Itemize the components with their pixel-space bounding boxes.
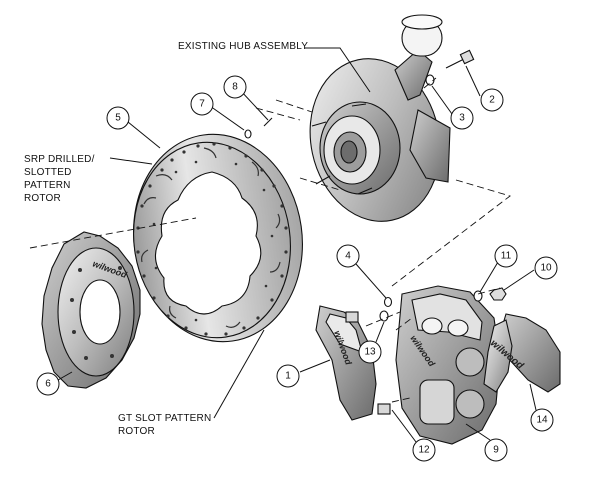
callout-7-circle xyxy=(190,92,214,116)
callout-8: 8 xyxy=(232,82,238,93)
hardware xyxy=(244,49,507,322)
callout-3-circle xyxy=(450,106,474,130)
callout-13-circle xyxy=(358,340,382,364)
callout-10-circle xyxy=(534,256,558,280)
callout-3: 3 xyxy=(459,113,465,124)
callouts: 1 2 3 4 5 6 7 8 9 10 xyxy=(36,65,558,462)
callout-9-circle xyxy=(484,438,508,462)
label-gt-slot-rotor-line2: ROTOR xyxy=(118,426,155,437)
label-gt-slot-rotor-line1: GT SLOT PATTERN xyxy=(118,413,211,424)
callout-1: 1 xyxy=(285,371,291,382)
text-labels: EXISTING HUB ASSEMBLY SRP DRILLED/ SLOTT… xyxy=(24,41,371,437)
assembly-lines xyxy=(29,77,511,403)
callout-10: 10 xyxy=(540,263,552,274)
caliper-bracket: wilwood xyxy=(315,305,391,421)
callout-6-circle xyxy=(36,372,60,396)
rotor-hat: wilwood xyxy=(41,231,141,389)
rotor xyxy=(133,133,303,343)
callout-13: 13 xyxy=(364,347,376,358)
callout-1-circle xyxy=(276,364,300,388)
callout-2: 2 xyxy=(489,95,495,106)
label-srp-rotor-line1: SRP DRILLED/ xyxy=(24,154,95,165)
label-existing-hub-assembly: EXISTING HUB ASSEMBLY xyxy=(178,41,308,52)
callout-11: 11 xyxy=(501,251,512,262)
callout-2-circle xyxy=(480,88,504,112)
callout-7: 7 xyxy=(199,99,205,110)
callout-8-circle xyxy=(223,75,247,99)
callout-6: 6 xyxy=(45,379,51,390)
callout-12: 12 xyxy=(418,445,430,456)
callout-14-circle xyxy=(530,408,554,432)
callout-11-circle xyxy=(494,244,518,268)
hub-assembly xyxy=(309,14,451,222)
label-srp-rotor-line2: SLOTTED xyxy=(24,167,72,178)
callout-14: 14 xyxy=(536,415,548,426)
callout-9: 9 xyxy=(493,445,499,456)
callout-4: 4 xyxy=(345,251,351,262)
callout-5: 5 xyxy=(115,113,121,124)
callout-12-circle xyxy=(412,438,436,462)
callout-5-circle xyxy=(106,106,130,130)
caliper: wilwood xyxy=(395,285,501,445)
label-srp-rotor-line4: ROTOR xyxy=(24,193,61,204)
brake-pad: wilwood xyxy=(483,313,561,393)
callout-4-circle xyxy=(336,244,360,268)
label-srp-rotor-line3: PATTERN xyxy=(24,180,71,191)
